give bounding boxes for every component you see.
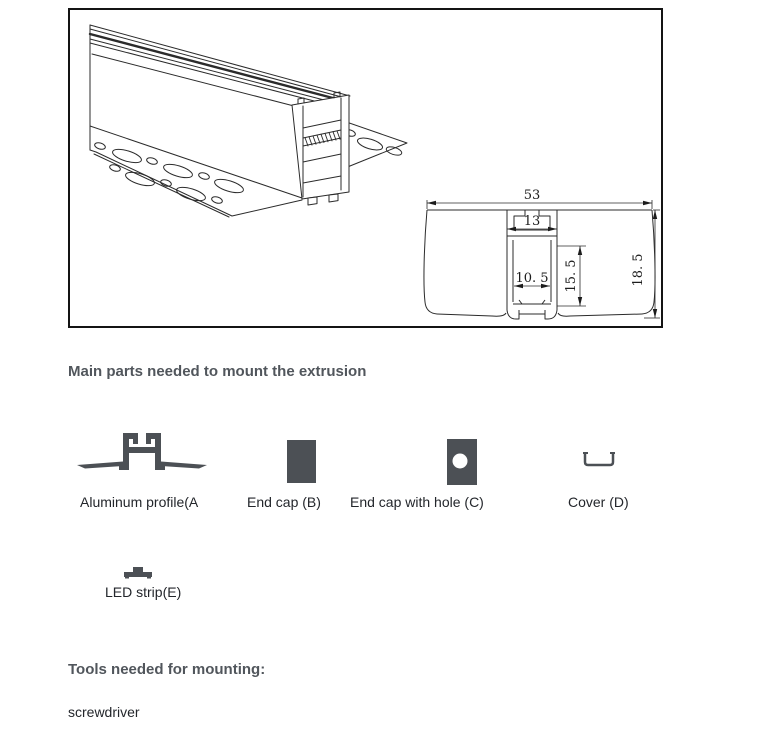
dim-overall-width: 53 <box>524 188 541 203</box>
end-cap-icon <box>287 440 316 483</box>
technical-drawing-panel: 53 13 10. 5 15. 5 18. 5 <box>68 8 663 328</box>
cover-icon <box>583 452 615 467</box>
dimension-arrows <box>427 200 658 318</box>
part-label-led-strip: LED strip(E) <box>105 584 182 600</box>
led-strip-icon <box>124 567 152 579</box>
profile-technical-drawing: 53 13 10. 5 15. 5 18. 5 <box>88 24 660 320</box>
part-label-end-cap: End cap (B) <box>247 494 321 510</box>
end-cap-with-hole-icon <box>447 439 477 485</box>
dimension-lines <box>426 200 660 319</box>
parts-section-heading: Main parts needed to mount the extrusion <box>68 363 367 380</box>
dimension-labels: 53 13 10. 5 15. 5 18. 5 <box>515 188 646 293</box>
isometric-view <box>88 24 408 218</box>
dim-overall-depth: 18. 5 <box>631 253 646 286</box>
tools-section-heading: Tools needed for mounting: <box>68 661 266 678</box>
dim-slot-width: 13 <box>524 214 541 229</box>
part-label-aluminum-profile: Aluminum profile(A <box>80 494 199 510</box>
dim-inner-depth: 15. 5 <box>564 259 579 292</box>
tool-item-screwdriver: screwdriver <box>68 704 140 720</box>
left-wing-holes <box>94 142 244 204</box>
right-wing-holes <box>344 129 403 156</box>
aluminum-profile-icon <box>77 433 207 470</box>
cross-section-view <box>423 209 656 320</box>
hatch-lines <box>304 130 341 147</box>
part-label-cover: Cover (D) <box>568 494 629 510</box>
part-label-end-cap-with-hole: End cap with hole (C) <box>350 494 484 510</box>
dim-inner-width: 10. 5 <box>515 271 548 286</box>
